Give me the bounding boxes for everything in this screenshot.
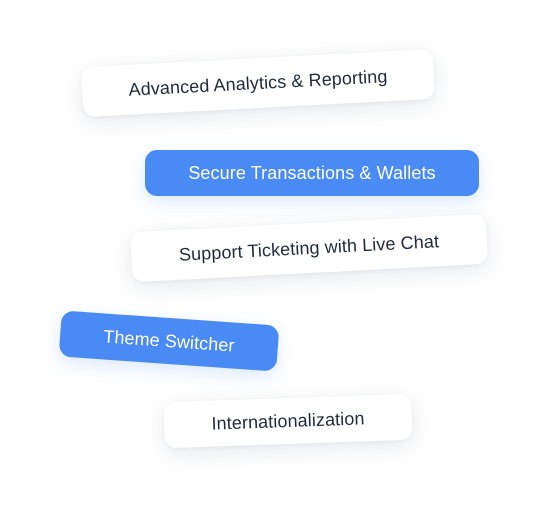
feature-tag-transactions: Secure Transactions & Wallets [145,150,479,196]
feature-tag-label: Secure Transactions & Wallets [188,162,436,183]
feature-tag-label: Internationalization [211,407,365,434]
feature-tag-label: Advanced Analytics & Reporting [128,65,388,100]
feature-tag-i18n: Internationalization [163,393,413,449]
feature-tag-theme: Theme Switcher [58,310,280,372]
feature-tag-support: Support Ticketing with Live Chat [129,213,489,283]
feature-tag-label: Support Ticketing with Live Chat [178,230,440,265]
feature-tag-analytics: Advanced Analytics & Reporting [80,48,436,118]
feature-tag-label: Theme Switcher [102,325,236,356]
